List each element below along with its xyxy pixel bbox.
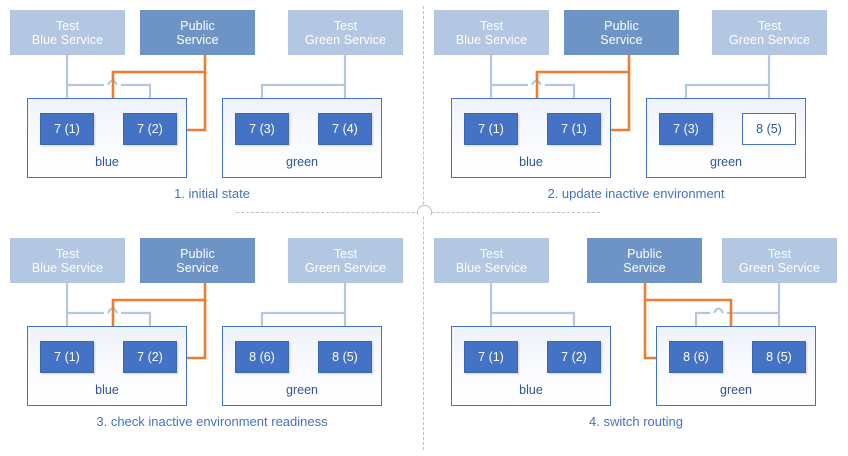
panel-caption: 3. check inactive environment readiness: [96, 414, 328, 429]
node-green-2[interactable]: 8 (5): [742, 113, 796, 145]
node-green-2[interactable]: 8 (5): [318, 341, 372, 373]
node-green-1[interactable]: 8 (6): [669, 341, 723, 373]
node-blue-2[interactable]: 7 (2): [547, 341, 601, 373]
node-green-2[interactable]: 7 (4): [318, 113, 372, 145]
environment-label: blue: [95, 383, 119, 397]
node-blue-1[interactable]: 7 (1): [464, 341, 518, 373]
node-green-2[interactable]: 8 (5): [752, 341, 806, 373]
divider-vertical: [423, 6, 424, 450]
environment-label: blue: [519, 155, 543, 169]
node-green-1[interactable]: 7 (3): [659, 113, 713, 145]
environment-label: blue: [95, 155, 119, 169]
node-blue-2[interactable]: 7 (1): [547, 113, 601, 145]
node-blue-1[interactable]: 7 (1): [40, 113, 94, 145]
node-blue-1[interactable]: 7 (1): [464, 113, 518, 145]
environment-label: green: [286, 155, 318, 169]
environment-label: green: [286, 383, 318, 397]
panel-caption: 4. switch routing: [589, 414, 683, 429]
node-blue-1[interactable]: 7 (1): [40, 341, 94, 373]
node-blue-2[interactable]: 7 (2): [123, 113, 177, 145]
environment-label: green: [720, 383, 752, 397]
node-green-1[interactable]: 8 (6): [235, 341, 289, 373]
divider-crossing-hop-icon: [417, 205, 432, 215]
node-blue-2[interactable]: 7 (2): [123, 341, 177, 373]
environment-label: blue: [519, 383, 543, 397]
panel-caption: 1. initial state: [174, 186, 250, 201]
environment-label: green: [710, 155, 742, 169]
node-green-1[interactable]: 7 (3): [235, 113, 289, 145]
panel-caption: 2. update inactive environment: [547, 186, 725, 201]
